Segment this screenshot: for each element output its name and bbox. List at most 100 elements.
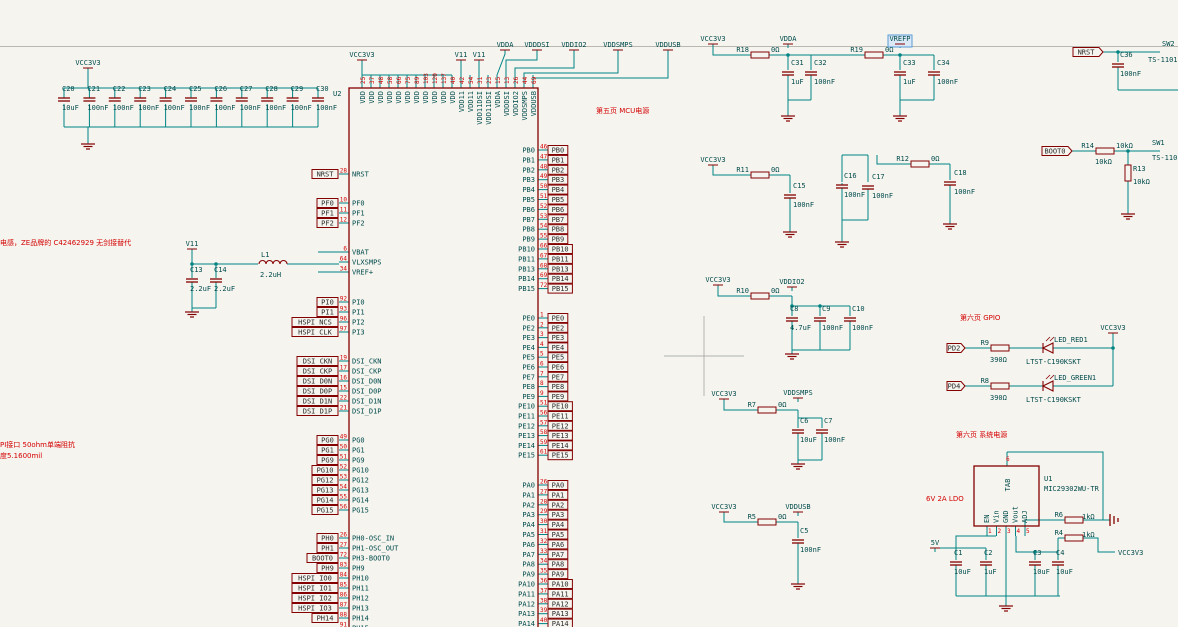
pin-name: EN: [983, 515, 991, 523]
pin-number: 137: [441, 73, 448, 84]
component-ref: R13: [1133, 165, 1146, 173]
component-value: MIC29302WU-TR: [1044, 485, 1100, 493]
net-label-box: [547, 420, 573, 431]
pin-name: PF0: [352, 200, 365, 208]
pin-name: GND: [1002, 510, 1010, 523]
net-label-box: [547, 499, 569, 510]
net-label-box: [316, 455, 339, 465]
junction-dot: [818, 304, 822, 308]
component-ref: R8: [981, 377, 989, 385]
resistor: [757, 406, 777, 414]
pin-name: PA11: [518, 590, 535, 598]
component-value: 100nF: [240, 104, 261, 112]
pin-name: PE3: [522, 334, 535, 342]
wire: [1007, 451, 1104, 520]
pin-name: PA1: [522, 491, 535, 499]
net-label: HSPI_IO0: [298, 575, 332, 583]
pin-name: PE15: [518, 452, 535, 460]
component-ref: R7: [748, 401, 756, 409]
led-arrow: [1045, 336, 1051, 342]
pin-number: 3: [540, 331, 544, 338]
pin-number: 4: [540, 341, 544, 348]
pin-number: 49: [540, 173, 548, 180]
power-label: VDDIO2: [779, 278, 804, 286]
net-label: PE15: [552, 452, 569, 460]
pin-name: VDD11DSI: [485, 91, 493, 125]
net-label: HSPI_NCS: [298, 319, 332, 327]
net-label: PH14: [317, 615, 334, 623]
net-label: PE6: [552, 364, 565, 372]
pin-name: PB0: [522, 147, 535, 155]
pin-name: VDD: [440, 91, 448, 104]
pin-name: VDD: [377, 91, 385, 104]
power-label: VCC3V3: [705, 276, 730, 284]
net-label-box: [547, 184, 569, 195]
pin-number: 46: [540, 144, 548, 151]
wire: [935, 535, 996, 549]
component-value: 0Ω: [778, 401, 786, 409]
pin-name: PB11: [518, 255, 535, 263]
net-label-box: [1041, 146, 1073, 156]
component-ref: SW2: [1162, 40, 1175, 48]
net-label-box: [547, 539, 569, 550]
pin-name: PA6: [522, 541, 535, 549]
component-ref: C27: [240, 85, 253, 93]
net-label: PG9: [321, 457, 334, 465]
pin-number: 56: [340, 504, 348, 511]
pin-name: VDD: [422, 91, 430, 104]
component-value: 1kΩ: [1082, 513, 1095, 521]
pin-name: ADJ: [1021, 510, 1029, 523]
net-label: PG12: [317, 477, 334, 485]
net-label: PB2: [552, 166, 565, 174]
power-label: VDDUSB: [785, 503, 810, 511]
vrefp-selection-box[interactable]: [887, 34, 913, 48]
net-label: PA14: [552, 620, 569, 627]
component-ref: R4: [1055, 529, 1063, 537]
pin-name: VDD: [359, 91, 367, 104]
net-label: HSPI_IO2: [298, 595, 332, 603]
component-ref: C23: [138, 85, 151, 93]
component-ref: C33: [903, 59, 916, 67]
power-label: 5V: [931, 539, 940, 547]
net-label-box: [296, 376, 339, 386]
component-value: 10uF: [62, 104, 79, 112]
pin-name: PE4: [522, 344, 535, 352]
component-ref: LED_RED1: [1054, 336, 1088, 344]
pin-number: 87: [340, 602, 348, 609]
component-value: 100nF: [316, 104, 337, 112]
pin-name: PG10: [352, 467, 369, 475]
junction-dot: [1116, 50, 1120, 54]
note-text: 第五页 MCU电源: [596, 106, 649, 115]
resistor: [757, 518, 777, 526]
net-label-box: [547, 244, 573, 254]
pin-name: PE9: [522, 393, 535, 401]
net-label: PA4: [552, 521, 565, 529]
net-label-box: [296, 366, 339, 376]
pin-name: VDD: [431, 91, 439, 104]
net-label: PA3: [552, 511, 565, 519]
net-label: PE11: [552, 413, 569, 421]
pin-number: 25: [360, 76, 367, 84]
component-value: 10kΩ: [1095, 158, 1112, 166]
net-label-box: [316, 208, 339, 218]
component-value: 100nF: [87, 104, 108, 112]
resistor: [750, 51, 770, 59]
net-label-box: [547, 608, 573, 619]
pin-name: VDD: [413, 91, 421, 104]
pin-name: DSI_D0N: [352, 378, 382, 386]
pin-number: 40: [450, 76, 457, 84]
pin-name: VLXSMPS: [352, 259, 382, 267]
pin-number: 52: [540, 203, 548, 210]
pin-name: VDD: [395, 91, 403, 104]
pin-name: VDDDSI: [503, 91, 511, 116]
pin-number: 85: [340, 582, 348, 589]
pin-number: 28: [340, 168, 348, 175]
net-label: NRST: [317, 171, 335, 179]
pin-number: 66: [540, 243, 548, 250]
resistor: [990, 344, 1010, 352]
pin-name: PB7: [522, 216, 535, 224]
resistor: [750, 171, 770, 179]
pin-number: 9: [540, 390, 544, 397]
pin-name: PG15: [352, 507, 369, 515]
